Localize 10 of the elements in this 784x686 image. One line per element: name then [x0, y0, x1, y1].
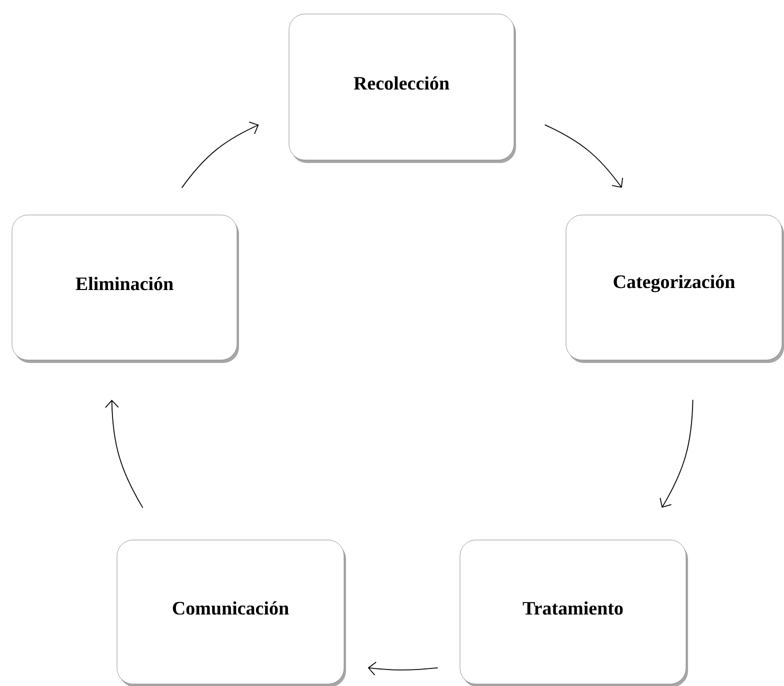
arrow	[660, 399, 694, 508]
arrow	[105, 400, 144, 508]
arrow	[544, 124, 624, 188]
process-box: Categorización	[566, 214, 784, 363]
arrow	[368, 662, 438, 676]
process-box: Eliminación	[12, 214, 239, 363]
arrow	[181, 122, 259, 188]
process-box: Comunicación	[116, 540, 346, 686]
process-box: Tratamiento	[460, 540, 688, 686]
process-box: Recolección	[288, 14, 516, 163]
